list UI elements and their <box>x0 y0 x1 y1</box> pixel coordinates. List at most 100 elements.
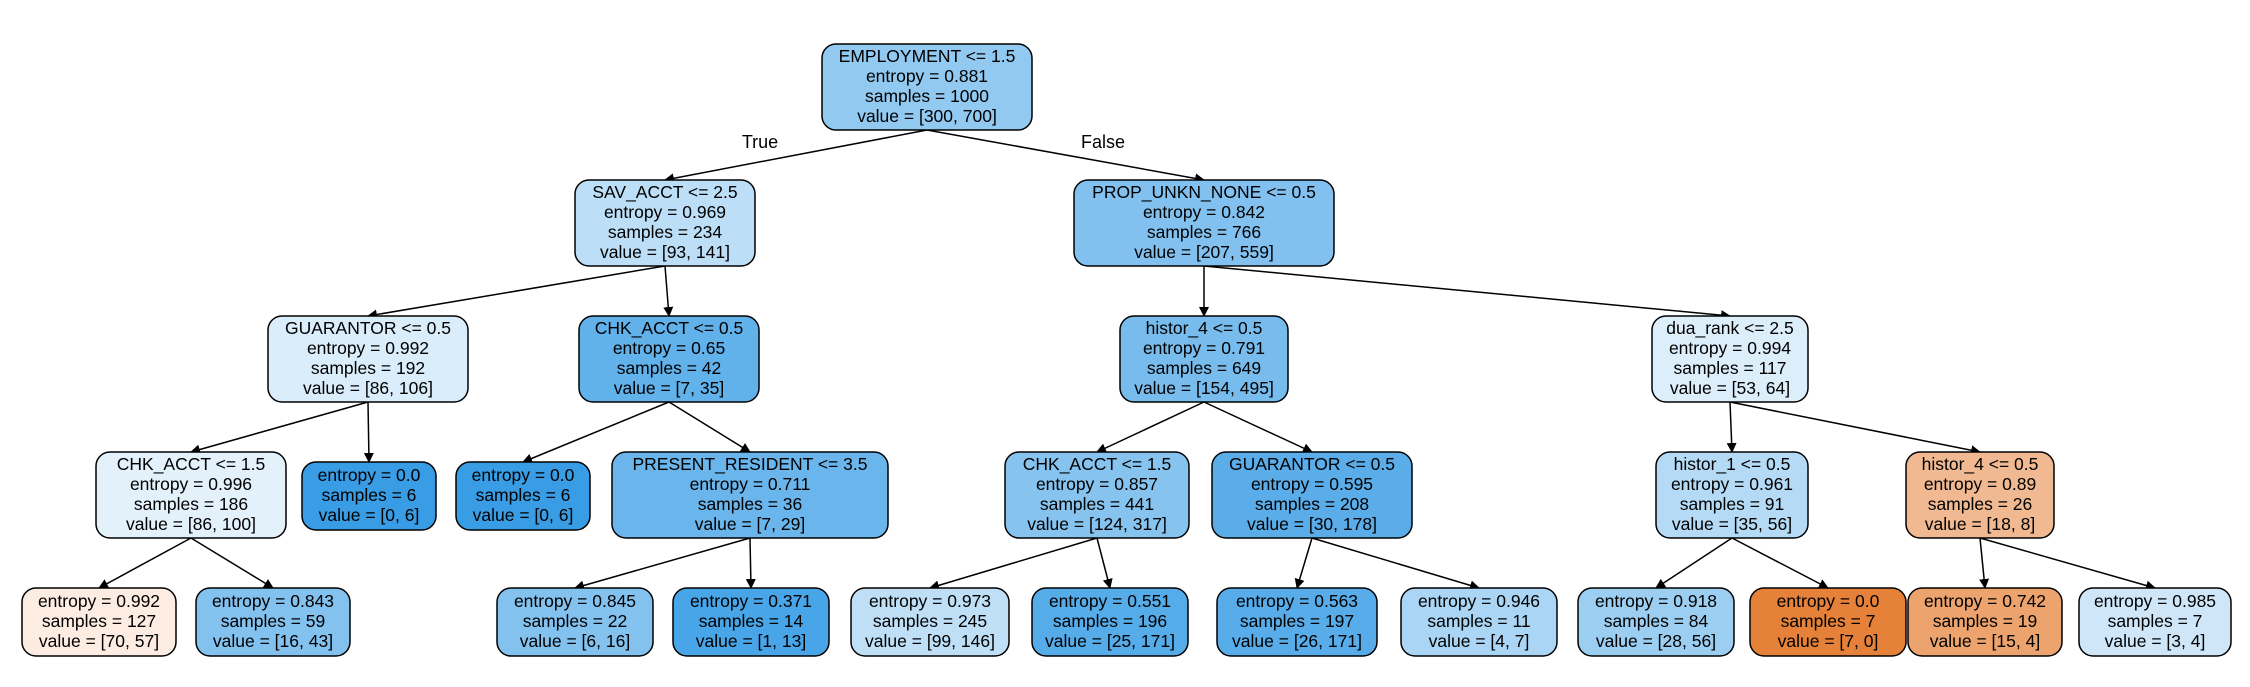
node-samples-line: samples = 245 <box>873 611 987 631</box>
node-value-line: value = [7, 0] <box>1778 631 1879 651</box>
node-split-rule: CHK_ACCT <= 1.5 <box>1023 454 1172 475</box>
node-samples-line: samples = 197 <box>1240 611 1354 631</box>
node-split-rule: histor_1 <= 0.5 <box>1674 454 1791 475</box>
edge-n3-n5 <box>190 401 369 455</box>
node-samples-line: samples = 196 <box>1053 611 1167 631</box>
node-split-rule: PRESENT_RESIDENT <= 3.5 <box>632 454 867 475</box>
edge-n21-n23 <box>1655 537 1733 589</box>
node-box <box>578 315 760 403</box>
node-entropy-line: entropy = 0.845 <box>514 591 636 611</box>
node-samples-line: samples = 14 <box>699 611 804 631</box>
node-entropy-line: entropy = 0.946 <box>1418 591 1540 611</box>
edge-n1-n3 <box>367 265 666 320</box>
node-samples-line: samples = 6 <box>322 485 417 505</box>
edge-n4-n8 <box>668 401 751 453</box>
edge-n1-n4 <box>663 265 674 317</box>
node-entropy-line: entropy = 0.371 <box>690 591 812 611</box>
node-value-line: value = [0, 6] <box>473 505 574 525</box>
node-samples-line: samples = 59 <box>221 611 326 631</box>
node-split-rule: histor_4 <= 0.5 <box>1146 318 1263 339</box>
node-value-line: value = [15, 4] <box>1930 631 2040 651</box>
node-value-line: value = [18, 8] <box>1925 514 2035 534</box>
node-box <box>672 587 830 657</box>
node-samples-line: samples = 186 <box>134 494 248 514</box>
edge-n22-n25 <box>1979 537 1990 589</box>
node-samples-line: samples = 127 <box>42 611 156 631</box>
node-entropy-line: entropy = 0.711 <box>690 474 811 494</box>
node-box <box>1119 315 1289 403</box>
node-box <box>2078 587 2232 657</box>
node-samples-line: samples = 19 <box>1933 611 2038 631</box>
node-entropy-line: entropy = 0.563 <box>1236 591 1358 611</box>
node-box <box>850 587 1010 657</box>
edge-label-true: True <box>742 132 778 152</box>
node-entropy-line: entropy = 0.992 <box>38 591 160 611</box>
node-split-rule: EMPLOYMENT <= 1.5 <box>839 46 1016 66</box>
node-entropy-line: entropy = 0.65 <box>613 338 725 358</box>
edge-n21-n24 <box>1731 537 1829 589</box>
node-value-line: value = [207, 559] <box>1134 242 1274 262</box>
node-samples-line: samples = 11 <box>1427 611 1530 631</box>
node-value-line: value = [99, 146] <box>865 631 995 651</box>
node-entropy-line: entropy = 0.961 <box>1671 474 1793 494</box>
node-samples-line: samples = 84 <box>1604 611 1709 631</box>
node-value-line: value = [86, 106] <box>303 378 433 398</box>
node-box <box>496 587 654 657</box>
node-entropy-line: entropy = 0.881 <box>866 66 988 86</box>
node-value-line: value = [7, 29] <box>695 514 805 534</box>
edge-n2-n14 <box>1203 265 1731 321</box>
node-box <box>21 587 177 657</box>
edge-n15-n18 <box>1096 537 1113 589</box>
node-split-rule: SAV_ACCT <= 2.5 <box>592 182 737 203</box>
node-entropy-line: entropy = 0.918 <box>1595 591 1717 611</box>
node-samples-line: samples = 192 <box>311 358 425 378</box>
edge-n3-n6 <box>363 401 374 463</box>
edge-n8-n12 <box>745 537 756 589</box>
node-box <box>611 451 889 539</box>
node-entropy-line: entropy = 0.992 <box>307 338 429 358</box>
node-value-line: value = [1, 13] <box>696 631 806 651</box>
node-box <box>1577 587 1735 657</box>
node-split-rule: CHK_ACCT <= 0.5 <box>595 318 744 339</box>
node-value-line: value = [53, 64] <box>1670 378 1790 398</box>
node-box <box>1004 451 1190 539</box>
edge-n5-n9 <box>98 537 192 589</box>
node-samples-line: samples = 26 <box>1928 494 2033 514</box>
node-entropy-line: entropy = 0.857 <box>1036 474 1158 494</box>
node-entropy-line: entropy = 0.996 <box>130 474 252 494</box>
node-samples-line: samples = 766 <box>1147 222 1261 242</box>
node-value-line: value = [35, 56] <box>1672 514 1792 534</box>
node-samples-line: samples = 42 <box>617 358 722 378</box>
edge-n16-n20 <box>1311 537 1480 591</box>
node-box <box>1905 451 2055 539</box>
node-entropy-line: entropy = 0.969 <box>604 202 726 222</box>
node-samples-line: samples = 7 <box>2108 611 2203 631</box>
node-value-line: value = [154, 495] <box>1134 378 1274 398</box>
edge-n16-n19 <box>1294 537 1313 589</box>
node-value-line: value = [70, 57] <box>39 631 159 651</box>
node-value-line: value = [124, 317] <box>1027 514 1167 534</box>
node-box <box>1907 587 2063 657</box>
node-box <box>1651 315 1809 403</box>
node-box <box>574 179 756 267</box>
node-entropy-line: entropy = 0.842 <box>1143 202 1265 222</box>
node-entropy-line: entropy = 0.0 <box>318 465 421 485</box>
node-value-line: value = [300, 700] <box>857 106 997 126</box>
node-value-line: value = [4, 7] <box>1429 631 1530 651</box>
node-box <box>1749 587 1907 657</box>
node-samples-line: samples = 7 <box>1781 611 1876 631</box>
node-entropy-line: entropy = 0.742 <box>1924 591 2046 611</box>
